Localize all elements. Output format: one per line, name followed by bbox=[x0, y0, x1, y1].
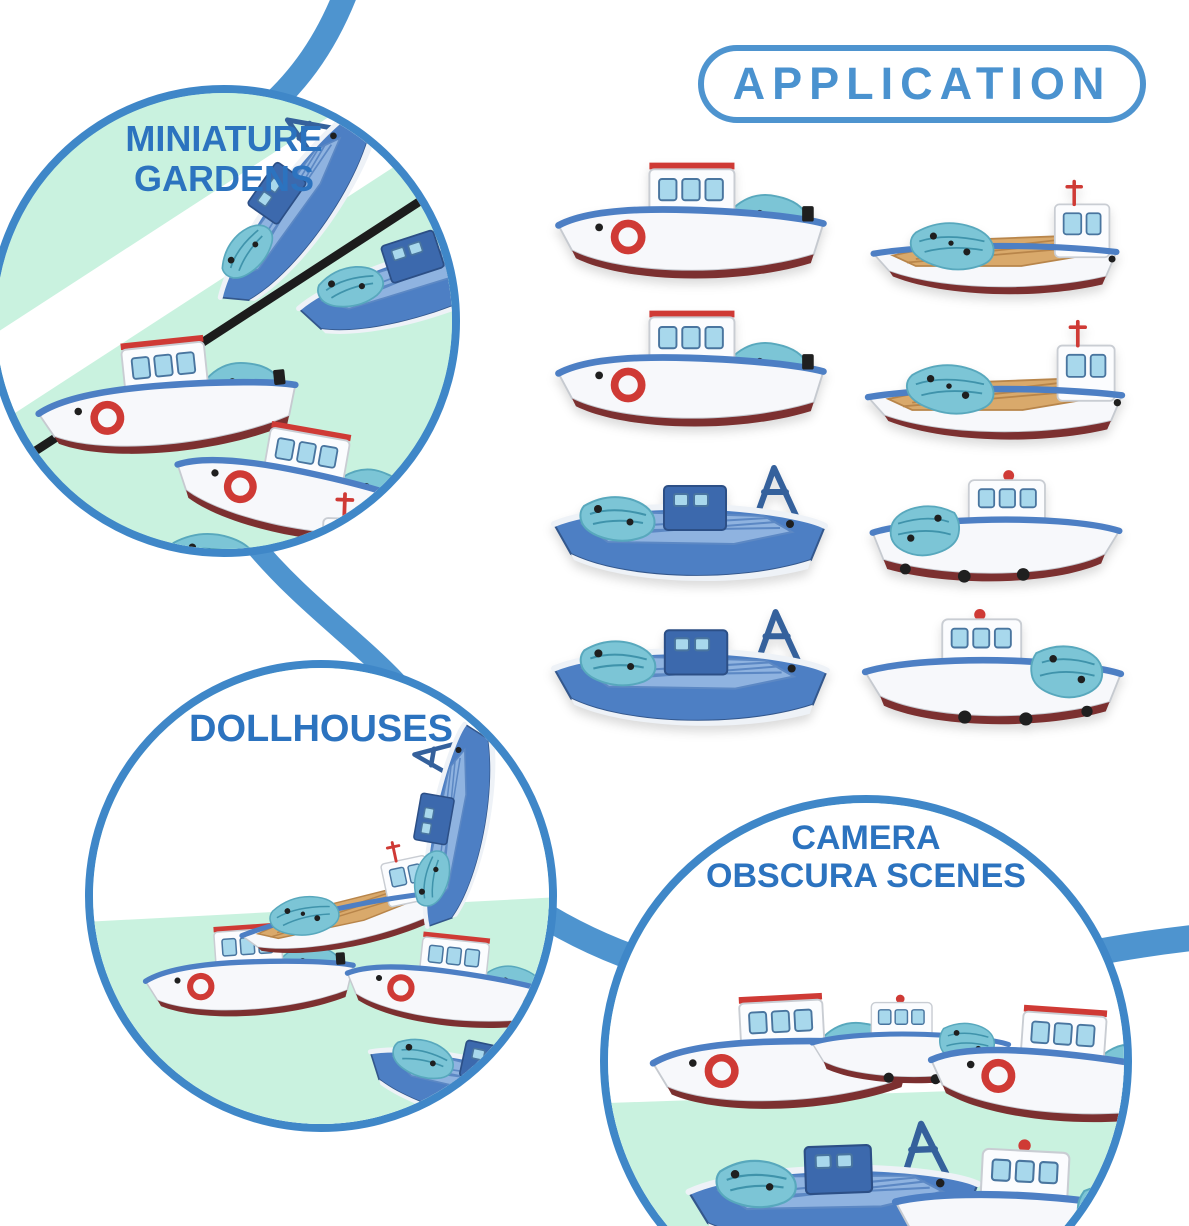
boat-illustration bbox=[545, 150, 835, 295]
figurine-blue-trawler-1 bbox=[538, 452, 838, 602]
figurine-white-tugboat-2 bbox=[852, 600, 1134, 742]
application-banner: APPLICATION bbox=[698, 45, 1146, 123]
dollhouses-title: DOLLHOUSES bbox=[93, 708, 549, 751]
title-line: CAMERA bbox=[791, 819, 941, 857]
boat-illustration bbox=[856, 178, 1134, 310]
camera-obscura-photo bbox=[608, 803, 1124, 1226]
figurine-white-trawler-2 bbox=[545, 298, 835, 443]
boat-illustration bbox=[545, 298, 835, 443]
boat-illustration bbox=[860, 462, 1132, 598]
dollhouses-photo bbox=[93, 668, 549, 1124]
boat-illustration bbox=[538, 594, 840, 749]
title-line: MINIATURE bbox=[125, 118, 323, 159]
boat-illustration bbox=[852, 600, 1134, 742]
figurine-blue-trawler-2 bbox=[538, 594, 840, 749]
miniature-gardens-photo bbox=[0, 93, 452, 549]
boat-illustration bbox=[856, 318, 1134, 456]
camera-obscura-circle: CAMERA OBSCURA SCENES bbox=[600, 795, 1132, 1226]
miniature-gardens-title: MINIATURE GARDENS bbox=[0, 118, 452, 200]
title-line: GARDENS bbox=[133, 158, 315, 200]
figurine-deck-boat-2 bbox=[856, 318, 1134, 456]
figurine-white-trawler-1 bbox=[545, 150, 835, 295]
title-line: DOLLHOUSES bbox=[189, 708, 453, 750]
figurine-deck-boat-1 bbox=[856, 178, 1134, 310]
camera-obscura-title: CAMERA OBSCURA SCENES bbox=[608, 819, 1124, 895]
application-label: APPLICATION bbox=[732, 58, 1112, 109]
miniature-gardens-circle: MINIATURE GARDENS bbox=[0, 85, 460, 557]
dollhouses-circle: DOLLHOUSES bbox=[85, 660, 557, 1132]
title-line: OBSCURA SCENES bbox=[706, 857, 1026, 896]
figurine-white-tugboat-1 bbox=[860, 462, 1132, 598]
boat-illustration bbox=[538, 452, 838, 602]
